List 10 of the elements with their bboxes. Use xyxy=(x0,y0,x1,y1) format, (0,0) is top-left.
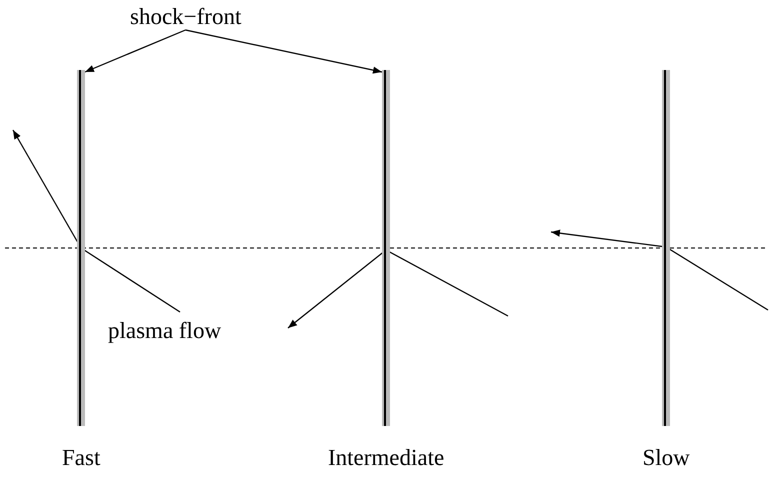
shock-front-bar xyxy=(382,70,390,426)
leader-line xyxy=(84,29,186,73)
shock-front-bar xyxy=(662,70,670,426)
flow-label: plasma flow xyxy=(108,318,222,344)
shock-type-label: Slow xyxy=(642,445,690,471)
shock-front-bar xyxy=(77,70,85,426)
shock-type-label: Fast xyxy=(62,445,100,471)
leader-line xyxy=(185,29,382,74)
callout-text: shock−front xyxy=(130,4,242,30)
shock-type-label: Intermediate xyxy=(328,445,444,471)
